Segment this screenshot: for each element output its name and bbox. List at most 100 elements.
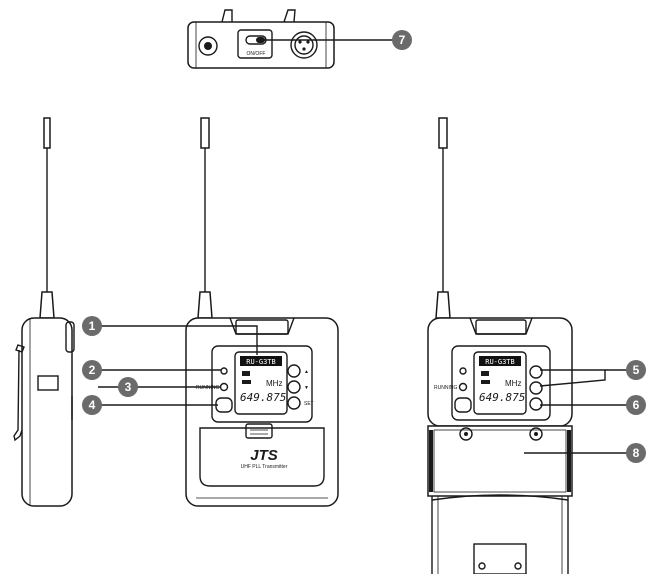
back-lcd-mhz-label: MHz <box>505 379 521 388</box>
back-top-recess <box>475 319 527 335</box>
leader-5 <box>539 369 606 387</box>
leader-1 <box>98 325 258 355</box>
lcd-signal-icon <box>242 371 250 376</box>
side-label: RUNNING <box>196 385 219 391</box>
back-lcd-battery-icon <box>481 380 490 384</box>
compartment-rail-right <box>567 430 571 492</box>
back-panel <box>451 345 551 421</box>
front-panel <box>211 345 313 423</box>
back-up-button[interactable] <box>529 365 543 379</box>
belt-clip <box>13 344 25 442</box>
callout-circle <box>82 395 102 415</box>
door-label-plate <box>473 543 527 574</box>
battery-contact-left-dot <box>464 432 468 436</box>
callout-4: 4 <box>82 395 102 415</box>
callout-circle <box>626 395 646 415</box>
side-switch[interactable] <box>37 375 59 391</box>
set-button[interactable] <box>287 396 301 410</box>
callout-number: 2 <box>89 363 96 377</box>
callout-7: 7 <box>392 30 412 50</box>
down-button[interactable] <box>287 380 301 394</box>
mic-connector <box>290 31 318 59</box>
door-screw <box>514 562 522 570</box>
callout-6: 6 <box>626 395 646 415</box>
callout-number: 6 <box>633 398 640 412</box>
back-view: RU-G3TB MHz 649.875 RUNNING <box>427 117 573 574</box>
callout-circle <box>82 316 102 336</box>
callout-number: 3 <box>125 380 132 394</box>
down-button-label: ▼ <box>304 385 309 391</box>
battery-contact-left <box>459 427 473 441</box>
front-view: RU-G3TB MHz 649.875 RUNNING ▲ ▼ SET JTS … <box>185 117 339 507</box>
led-indicator <box>220 367 228 375</box>
battery-contact-right-dot <box>534 432 538 436</box>
lcd-model-label: RU-G3TB <box>246 358 276 366</box>
door-screw <box>478 562 486 570</box>
up-button[interactable] <box>287 364 301 378</box>
callout-1: 1 <box>82 316 102 336</box>
connector-pin <box>302 47 306 51</box>
callout-number: 4 <box>89 398 96 412</box>
front-view-body <box>185 317 339 507</box>
back-mute-button[interactable] <box>458 382 468 392</box>
front-antenna-tip <box>200 117 210 149</box>
mini-jack-hole <box>204 42 212 50</box>
top-view-edges <box>195 22 327 68</box>
back-power-button[interactable] <box>454 397 472 413</box>
callout-number: 7 <box>399 33 406 47</box>
back-antenna-tip <box>438 117 448 149</box>
side-top-cap <box>65 321 75 353</box>
compartment-rail-left <box>429 430 433 492</box>
mini-jack <box>198 36 218 56</box>
side-antenna-tip <box>43 117 51 149</box>
open-door-sides <box>431 496 569 574</box>
battery-door[interactable] <box>199 427 325 487</box>
side-antenna-base <box>39 291 55 319</box>
callout-number: 1 <box>89 319 96 333</box>
back-led-indicator <box>459 367 467 375</box>
lcd-battery-icon <box>242 380 251 384</box>
brand-logo: JTS <box>250 447 278 464</box>
back-lcd-model-bar <box>479 356 521 366</box>
front-antenna-base <box>197 291 213 319</box>
callout-circle <box>82 360 102 380</box>
belt-clip-top-left <box>221 9 233 23</box>
brand-subtitle: UHF PLL Transmitter <box>241 464 288 470</box>
callout-circle <box>626 360 646 380</box>
connector-pin <box>306 40 310 44</box>
callout-5: 5 <box>626 360 646 380</box>
open-door-hinge[interactable] <box>431 494 569 501</box>
callout-8: 8 <box>626 443 646 463</box>
front-top-recess <box>235 319 289 335</box>
callout-number: 8 <box>633 446 640 460</box>
back-lcd-frame <box>473 351 527 415</box>
back-down-button[interactable] <box>529 381 543 395</box>
lcd-model-bar <box>240 356 282 366</box>
callout-circle <box>392 30 412 50</box>
connector-pin <box>298 40 302 44</box>
up-button-label: ▲ <box>304 369 309 375</box>
callout-3: 3 <box>118 377 138 397</box>
callout-number: 5 <box>633 363 640 377</box>
callout-circle <box>626 443 646 463</box>
callout-circle <box>118 377 138 397</box>
battery-compartment <box>427 425 573 497</box>
lcd-mhz-label: MHz <box>266 379 282 388</box>
back-lcd-model-label: RU-G3TB <box>485 358 515 366</box>
top-view: ON/OFF <box>187 9 335 69</box>
open-door-inner <box>437 496 563 574</box>
side-view <box>13 117 75 507</box>
back-set-button[interactable] <box>529 397 543 411</box>
back-lcd-frequency: 649.875 <box>479 391 525 404</box>
set-button-label: SET <box>304 401 314 407</box>
power-switch-knob[interactable] <box>256 37 265 43</box>
belt-clip-top-right <box>283 9 296 23</box>
mic-connector-inner <box>294 35 314 55</box>
switch-recess <box>237 29 273 59</box>
battery-contact-right <box>529 427 543 441</box>
battery-latch[interactable] <box>245 423 273 439</box>
leader-lines <box>98 39 632 454</box>
back-side-label: RUNNING <box>434 385 457 391</box>
back-lcd-signal-icon <box>481 371 489 376</box>
